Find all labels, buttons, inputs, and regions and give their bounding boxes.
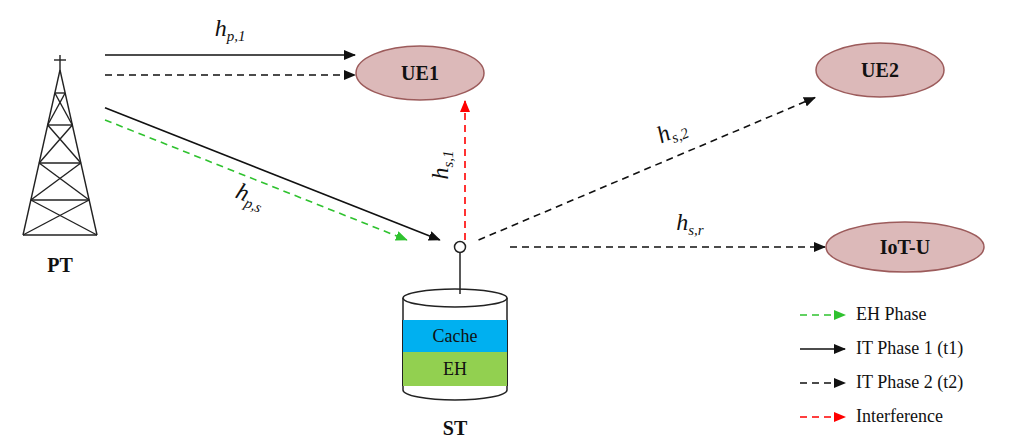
legend-row: EH Phase	[798, 298, 963, 332]
signal-arrow	[105, 54, 355, 56]
legend-sample	[798, 343, 848, 355]
node-label: Cache	[433, 326, 478, 347]
tower-strut	[23, 200, 89, 235]
legend-row: IT Phase 2 (t2)	[798, 366, 963, 400]
channel-label: hs,1	[427, 148, 457, 181]
tower-strut	[39, 162, 81, 163]
storage-node: ST CacheEH	[400, 240, 510, 440]
channel-label: hp,1	[213, 15, 248, 45]
legend-line	[800, 382, 845, 384]
signal-arrow	[510, 246, 825, 248]
tower-strut	[23, 70, 60, 235]
signal-arrow	[464, 101, 466, 240]
cylinder-top	[403, 289, 507, 307]
legend-text: EH Phase	[856, 305, 927, 325]
storage-band: Cache	[402, 320, 508, 352]
channel-label: hp,s	[229, 177, 271, 217]
legend-line	[800, 314, 845, 316]
cylinder-body	[403, 298, 507, 400]
legend-sample	[798, 411, 848, 423]
antenna-head	[455, 242, 466, 253]
user-ellipse: UE2	[815, 42, 945, 98]
tower-node: PT	[15, 45, 105, 277]
tower-strut	[31, 163, 81, 200]
signal-arrow	[479, 98, 815, 240]
tower-strut	[39, 163, 89, 200]
node-label: PT	[47, 254, 73, 277]
antenna-mast	[459, 253, 461, 295]
legend-line	[800, 348, 845, 350]
tower-strut	[48, 124, 73, 125]
node-label: UE1	[401, 62, 439, 85]
tower-strut	[48, 125, 81, 163]
tower-strut	[54, 59, 66, 60]
signal-arrow	[105, 74, 355, 76]
user-ellipse: UE1	[355, 45, 485, 101]
legend-text: Interference	[856, 407, 943, 427]
legend-sample	[798, 377, 848, 389]
node-label: IoT-U	[880, 236, 930, 259]
ellipse-shape	[816, 43, 944, 97]
tower-strut	[59, 55, 60, 70]
ellipse-shape	[826, 222, 984, 272]
tower-illustration	[15, 45, 105, 277]
tower-strut	[60, 70, 97, 235]
node-label: UE2	[861, 59, 899, 82]
legend-row: Interference	[798, 400, 963, 434]
legend-row: IT Phase 1 (t1)	[798, 332, 963, 366]
tower-strut	[23, 234, 97, 235]
tower-strut	[48, 93, 65, 125]
storage-band: EH	[402, 352, 508, 386]
channel-label: hs,2	[651, 112, 693, 152]
channel-label: hs,r	[674, 209, 705, 239]
legend-sample	[798, 309, 848, 321]
legend-text: IT Phase 1 (t1)	[856, 339, 963, 359]
legend-text: IT Phase 2 (t2)	[856, 373, 963, 393]
tower-strut	[31, 200, 97, 235]
tower-strut	[55, 92, 65, 93]
signal-arrow	[105, 120, 407, 240]
node-label: EH	[443, 359, 467, 380]
legend: EH Phase IT Phase 1 (t1) IT Phase 2 (t2) In…	[798, 298, 963, 434]
signal-arrow	[105, 108, 440, 240]
tower-strut	[31, 199, 89, 200]
ellipse-shape	[356, 46, 484, 100]
legend-line	[800, 416, 845, 418]
user-ellipse: IoT-U	[825, 221, 985, 273]
tower-strut	[39, 125, 72, 163]
node-label: ST	[443, 417, 467, 440]
tower-strut	[55, 93, 72, 125]
